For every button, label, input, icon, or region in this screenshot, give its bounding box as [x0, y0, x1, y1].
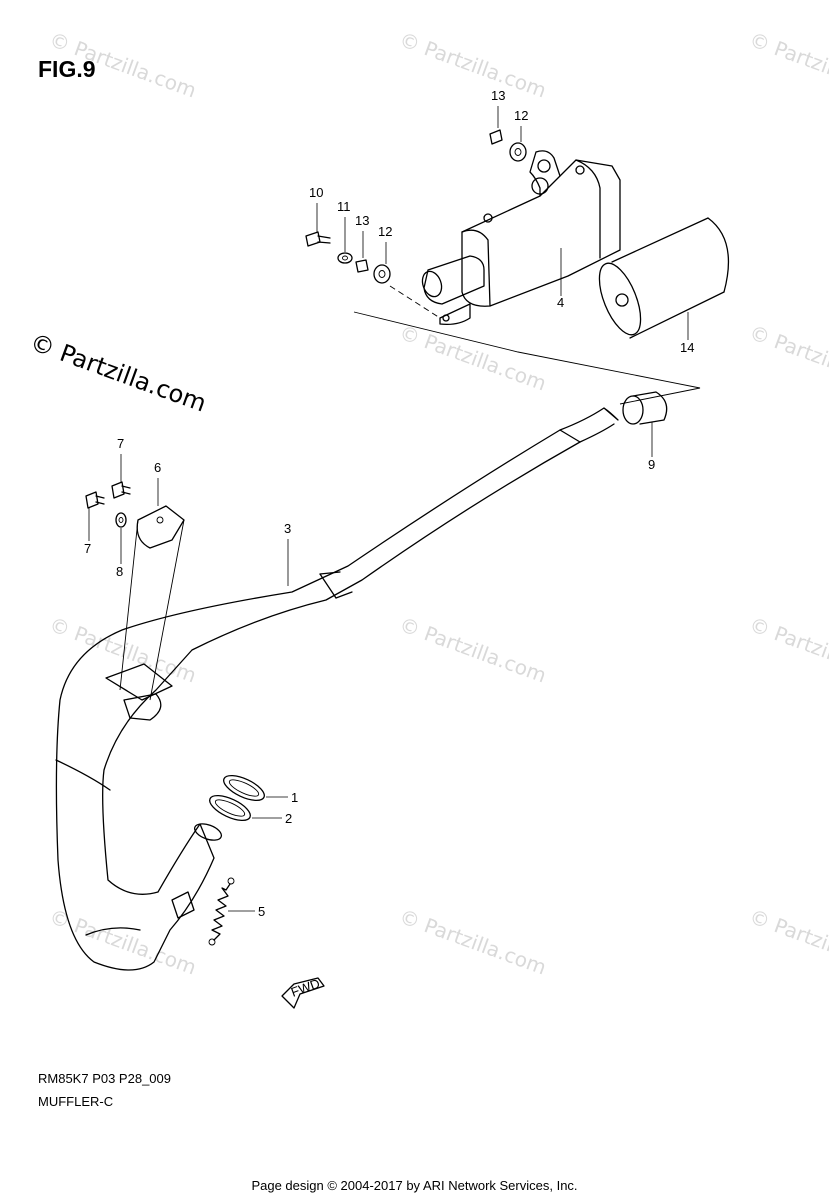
callouts: 13 12 10 11 13 12 4 14 9 7 6 7 8 3 1 2 5 [84, 88, 694, 919]
part-7-bolts [85, 481, 131, 509]
watermark: © Partzilla.com [746, 27, 829, 102]
part-1-gasket [223, 774, 265, 802]
fwd-arrow-icon: FWD [281, 976, 325, 1009]
figure-title: FIG.9 [38, 56, 96, 82]
callout-7: 7 [84, 541, 91, 556]
watermark: © Partzilla.com [396, 612, 549, 687]
reference-code: RM85K7 P03 P28_009 [38, 1071, 171, 1086]
callout-4: 4 [557, 295, 564, 310]
watermark: © Partzilla.com [396, 320, 549, 395]
fwd-label: FWD [289, 976, 322, 1000]
callout-12: 12 [514, 108, 528, 123]
callout-13: 13 [491, 88, 505, 103]
part-5-spring [208, 877, 235, 946]
silencer-mount-hardware [305, 129, 527, 284]
callout-13: 13 [355, 213, 369, 228]
part-14-silencer-packing [598, 217, 730, 339]
part-4-silencer [421, 150, 621, 326]
page-footer: Page design © 2004-2017 by ARI Network S… [251, 1178, 578, 1193]
callout-9: 9 [648, 457, 655, 472]
watermark: © Partzilla.com [746, 612, 829, 687]
callout-11: 11 [337, 199, 351, 214]
callout-7: 7 [117, 436, 124, 451]
callout-3: 3 [284, 521, 291, 536]
watermark: © Partzilla.com [396, 904, 549, 979]
callout-14: 14 [680, 340, 694, 355]
watermark: © Partzilla.com [746, 904, 829, 979]
callout-10: 10 [309, 185, 323, 200]
section-name: MUFFLER-C [38, 1094, 114, 1109]
watermark: © Partzilla.com [746, 320, 829, 395]
callout-8: 8 [116, 564, 123, 579]
part-6-bracket [119, 505, 185, 701]
callout-12: 12 [378, 224, 392, 239]
alignment-lines [353, 285, 701, 405]
part-3-exhaust-pipe [55, 407, 619, 971]
callout-2: 2 [285, 811, 292, 826]
part-9-joint-seal [622, 391, 668, 425]
callout-5: 5 [258, 904, 265, 919]
watermark-group: © Partzilla.com © Partzilla.com © Partzi… [46, 27, 829, 979]
watermark: © Partzilla.com [396, 27, 549, 102]
callout-6: 6 [154, 460, 161, 475]
callout-1: 1 [291, 790, 298, 805]
watermark: © Partzilla.com [46, 612, 199, 687]
part-8-washer [115, 512, 127, 528]
part-2-gasket [209, 794, 251, 822]
